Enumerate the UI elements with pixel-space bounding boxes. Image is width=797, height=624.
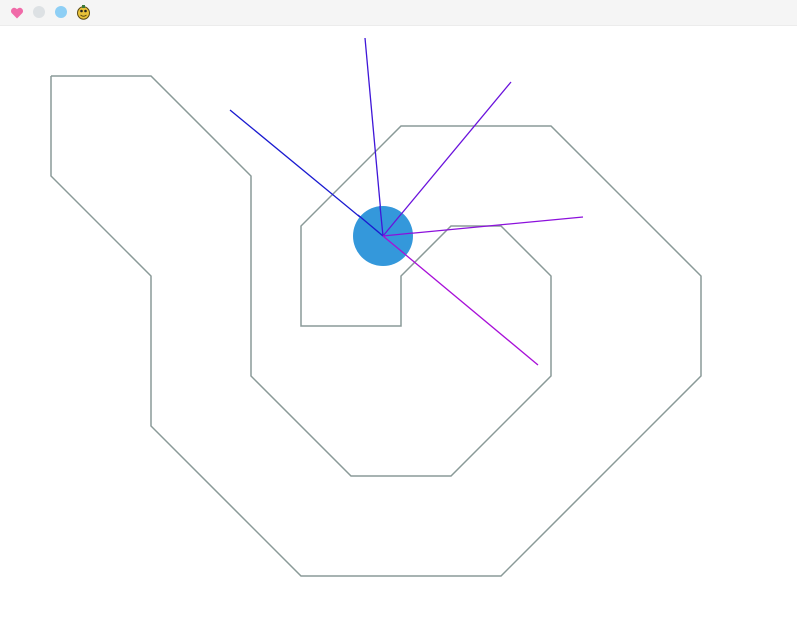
heart-icon[interactable] bbox=[10, 5, 24, 19]
sensor-ray-origins bbox=[357, 205, 414, 256]
sensor-ray bbox=[382, 235, 539, 366]
sensor-rays bbox=[229, 37, 584, 366]
gray-dot-icon[interactable] bbox=[33, 6, 45, 18]
sensor-ray bbox=[382, 216, 584, 237]
pygame-snake-icon bbox=[76, 4, 91, 20]
sensor-ray bbox=[229, 109, 384, 237]
sensor-ray bbox=[364, 37, 384, 237]
blue-dot-icon[interactable] bbox=[55, 6, 67, 18]
sensor-ray bbox=[382, 81, 512, 237]
window-titlebar bbox=[0, 0, 797, 26]
track-wall-outer bbox=[50, 75, 702, 577]
